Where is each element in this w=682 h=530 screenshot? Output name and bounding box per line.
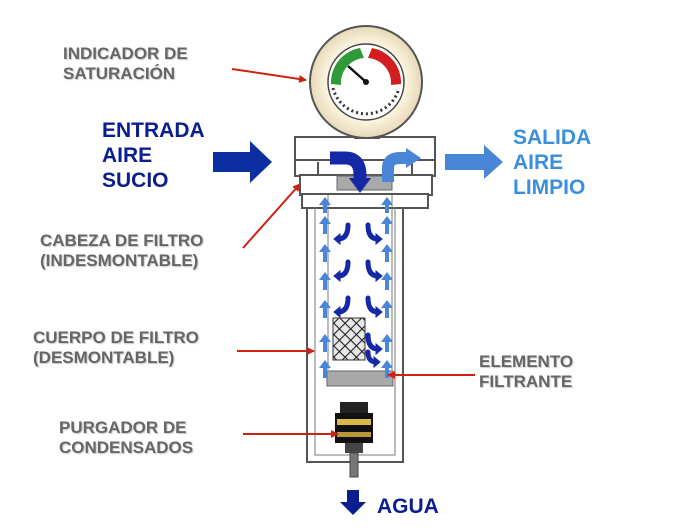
arrow-right-icon <box>445 145 503 179</box>
arrow-right-icon <box>213 141 272 183</box>
pressure-gauge-icon <box>309 25 423 139</box>
label-water: AGUA <box>377 495 439 518</box>
label-outlet: SALIDA AIRE LIMPIO <box>513 126 592 199</box>
arrow-down-icon <box>340 490 366 515</box>
filter-element <box>326 317 394 387</box>
label-filter-element: ELEMENTO FILTRANTE <box>479 352 574 392</box>
label-drain: PURGADOR DE CONDENSADOS <box>59 418 194 458</box>
outlet-flow-curve <box>382 148 421 182</box>
label-filter-head: CABEZA DE FILTRO (INDESMONTABLE) <box>40 231 204 271</box>
label-inlet: ENTRADA AIRE SUCIO <box>102 119 205 192</box>
drain-valve-icon <box>335 402 373 478</box>
inlet-flow-curve <box>330 151 371 193</box>
label-filter-body: CUERPO DE FILTRO (DESMONTABLE) <box>33 328 199 368</box>
label-saturation-indicator: INDICADOR DE SATURACIÓN <box>63 44 188 84</box>
flow-arrows-up <box>319 197 393 378</box>
flow-arrows-curved <box>333 222 383 369</box>
leader-lines <box>231 68 475 438</box>
